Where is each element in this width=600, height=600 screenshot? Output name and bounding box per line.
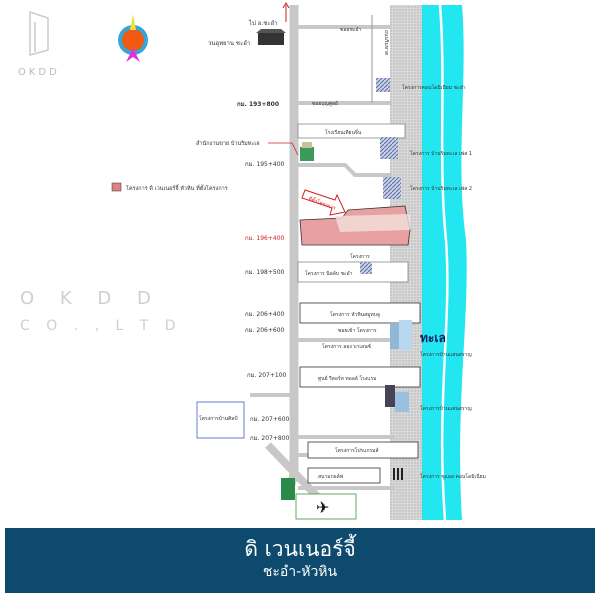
km-markers: กม. 193+800 กม. 195+400 กม. 196+400 กม. … <box>237 101 290 442</box>
place-label: โครงการ ลอง บาเลนซ์ <box>322 343 372 350</box>
place-label: โครงการโปรแกรมส์ <box>335 447 379 454</box>
svg-text:กม. 198+500: กม. 198+500 <box>245 269 285 276</box>
site-arrow: ที่ตั้งโครงการ <box>301 189 346 216</box>
road-label: ซอยบุญศูลย์ <box>312 100 338 107</box>
legend-swatch <box>111 182 122 192</box>
place-label: ซอยเข้า โครงการ <box>338 327 377 334</box>
svg-text:กม. 207+100: กม. 207+100 <box>247 372 287 379</box>
svg-text:กม. 193+800: กม. 193+800 <box>237 101 279 108</box>
place-label: โครงการ <box>350 253 370 260</box>
watermark: C O . , L T D <box>20 318 182 334</box>
svg-text:กม. 206+400: กม. 206+400 <box>245 311 285 318</box>
place-label: ศูนย์ รีสอร์ท ทอลล์ โรงแรม <box>318 375 376 382</box>
compass-icon <box>118 14 148 62</box>
place-label: โครงการบ้านแสนสราญ <box>420 405 472 412</box>
sea-label: ทะเล <box>420 331 446 345</box>
side-roads <box>250 25 395 513</box>
legend-label: โครงการ ดิ เวนเนอร์จี้ หัวหิน ที่ตั้งโคร… <box>126 184 228 192</box>
to-north-label: ไป อ.ชะอำ <box>248 19 278 27</box>
place-label: สนามกอล์ฟ <box>318 473 344 480</box>
sales-office-icon <box>300 142 314 161</box>
place-label: โครงการ นิลล์บ ชะอำ <box>305 270 353 277</box>
okdd-logo: OKDD <box>18 10 60 78</box>
building-icons <box>360 78 412 480</box>
place-label: โครงการ หัวหินสมูทบลู <box>330 311 380 318</box>
svg-text:กม. 195+400: กม. 195+400 <box>245 161 285 168</box>
place-label: โครงการบ้านศิลป์ <box>199 415 238 422</box>
road-label: ถนนริมหาด <box>383 30 390 55</box>
road-label: ซอยชะอำ <box>340 27 361 33</box>
sales-office-label: สำนักงานขาย บ้านริมทะเล <box>196 140 260 147</box>
north-arrow-icon <box>282 2 290 22</box>
svg-text:กม. 207+800: กม. 207+800 <box>250 435 290 442</box>
place-label: โครงการ บ้านริมทะเล เฟส 1 <box>410 150 472 157</box>
svg-text:กม. 206+600: กม. 206+600 <box>245 327 285 334</box>
park-icon <box>256 29 286 45</box>
park-label: วนอุทยาน ชะอำ <box>208 40 250 47</box>
svg-text:กม. 196+400: กม. 196+400 <box>245 235 285 242</box>
svg-text:OKDD: OKDD <box>18 67 60 78</box>
airport-icon: ✈ <box>316 498 329 517</box>
place-label: โรงเรียนเทียนจิ๋น <box>325 128 362 136</box>
golf-icon <box>281 478 295 500</box>
banner-subtitle: ชะอำ-หัวหิน <box>262 564 338 580</box>
watermark: O K D D <box>20 288 161 309</box>
place-label: โครงการคอนโดมิเนียม ชะอำ <box>402 84 466 91</box>
title-banner: ดิ เวนเนอร์จี้ ชะอำ-หัวหิน <box>5 528 595 593</box>
place-boxes <box>196 123 421 520</box>
sea <box>422 5 467 520</box>
banner-title: ดิ เวนเนอร์จี้ <box>244 537 356 561</box>
place-label: โครงการบ้านแสนสราญ <box>420 351 472 358</box>
place-label: โครงการ ชูแอล คอนโดมิเนียม <box>420 473 486 480</box>
place-label: โครงการ บ้านริมทะเล เฟส 2 <box>410 185 472 192</box>
svg-text:กม. 207+600: กม. 207+600 <box>250 416 290 423</box>
